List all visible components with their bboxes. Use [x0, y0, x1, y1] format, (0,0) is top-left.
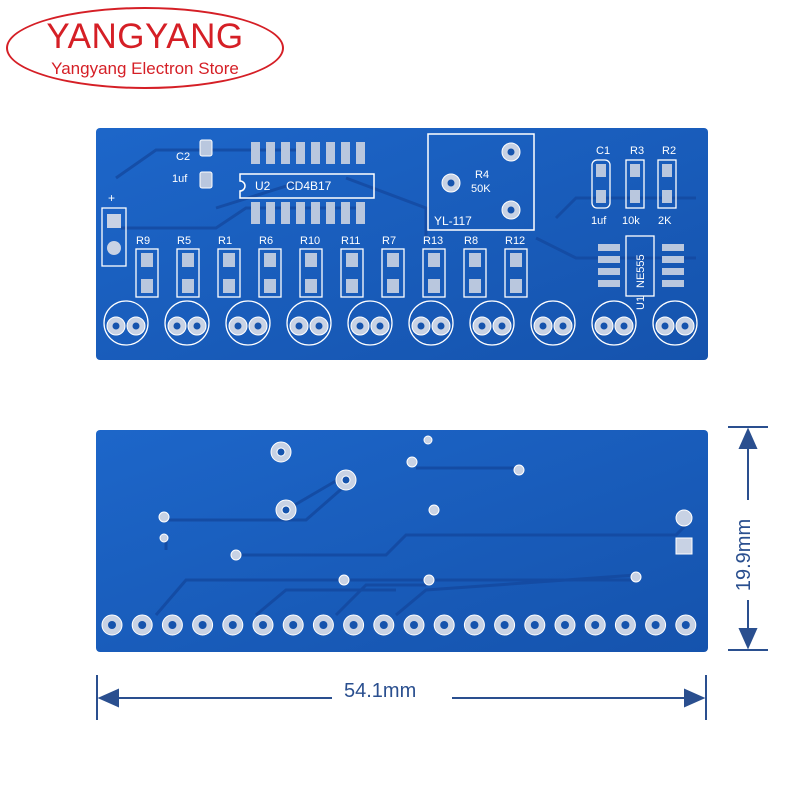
top-right-components: C1 R3 R2 1uf 10k 2K	[591, 145, 677, 227]
resistor-r5: R5	[176, 235, 200, 298]
pcb-front-board	[96, 128, 708, 360]
back-pin	[373, 614, 395, 636]
back-pin	[403, 614, 425, 636]
r3-value: 10k	[622, 215, 640, 227]
back-pin	[524, 614, 546, 636]
back-pin	[312, 614, 334, 636]
r4-value: 50K	[471, 183, 491, 195]
store-name: Yangyang Electron Store	[51, 59, 239, 78]
resistor-r1: R1	[217, 235, 241, 298]
u1-part: NE555	[635, 254, 647, 288]
c1-ref: C1	[596, 145, 610, 157]
c2-ref: C2	[176, 151, 190, 163]
u2-ref: U2	[255, 179, 271, 193]
led-footprint	[591, 300, 637, 346]
resistor-ref-label: R9	[136, 235, 150, 247]
led-footprint	[225, 300, 271, 346]
c1-value: 1uf	[591, 215, 607, 227]
resistor-ref-label: R10	[300, 235, 320, 247]
back-vias	[158, 435, 693, 586]
ic-u1-footprint: NE555 U1	[598, 235, 684, 310]
back-pin	[463, 614, 485, 636]
resistor-ref-label: R1	[218, 235, 232, 247]
back-pin	[584, 614, 606, 636]
u2-part: CD4B17	[286, 179, 332, 193]
back-pin	[343, 614, 365, 636]
pot-model: YL-117	[434, 214, 472, 228]
r2-ref: R2	[662, 145, 676, 157]
back-pin	[645, 614, 667, 636]
u1-ref: U1	[635, 296, 647, 310]
resistor-ref-label: R11	[341, 235, 360, 247]
back-pin	[101, 614, 123, 636]
led-footprint	[286, 300, 332, 346]
pcb-front: C2 1uf U2 CD4B17 R4 50K YL-117 C1 R3 R2 …	[96, 128, 708, 360]
led-footprint	[347, 300, 393, 346]
resistor-ref-label: R8	[464, 235, 478, 247]
resistor-r9: R9	[135, 235, 159, 298]
back-pin	[161, 614, 183, 636]
led-footprint	[408, 300, 454, 346]
back-pin	[252, 614, 274, 636]
height-dimension-label: 19.9mm	[733, 518, 755, 592]
back-pin	[131, 614, 153, 636]
led-footprint	[103, 300, 149, 346]
back-pin	[433, 614, 455, 636]
pcb-back	[96, 430, 708, 652]
led-footprint	[469, 300, 515, 346]
back-pin	[192, 614, 214, 636]
width-dimension-label: 54.1mm	[338, 680, 423, 703]
led-footprint	[652, 300, 698, 346]
resistor-r11: R11	[340, 235, 364, 298]
r3-ref: R3	[630, 145, 644, 157]
power-header: +	[101, 191, 127, 267]
resistor-ref-label: R5	[177, 235, 191, 247]
resistor-r6: R6	[258, 235, 282, 298]
resistor-r13: R13	[422, 235, 446, 298]
brand-name: YANGYANG	[46, 17, 244, 56]
back-pin	[675, 614, 697, 636]
brand-logo: YANGYANG Yangyang Electron Store	[6, 7, 284, 89]
resistor-r10: R10	[299, 235, 323, 298]
resistor-r8: R8	[463, 235, 487, 298]
r4-ref: R4	[475, 169, 489, 181]
resistor-ref-label: R12	[505, 235, 525, 247]
resistor-ref-label: R7	[382, 235, 396, 247]
svg-text:+: +	[108, 191, 115, 205]
back-pin	[614, 614, 636, 636]
resistor-ref-label: R6	[259, 235, 273, 247]
led-footprint	[530, 300, 576, 346]
led-footprint	[164, 300, 210, 346]
potentiometer-r4: R4 50K YL-117	[427, 133, 535, 231]
resistor-r12: R12	[504, 235, 528, 298]
c2-value: 1uf	[172, 173, 188, 185]
back-pin	[494, 614, 516, 636]
back-pin	[222, 614, 244, 636]
resistor-r7: R7	[381, 235, 405, 298]
ic-u2-footprint: U2 CD4B17	[239, 142, 375, 224]
back-pin	[554, 614, 576, 636]
r2-value: 2K	[658, 215, 672, 227]
resistor-ref-label: R13	[423, 235, 443, 247]
back-pin	[282, 614, 304, 636]
